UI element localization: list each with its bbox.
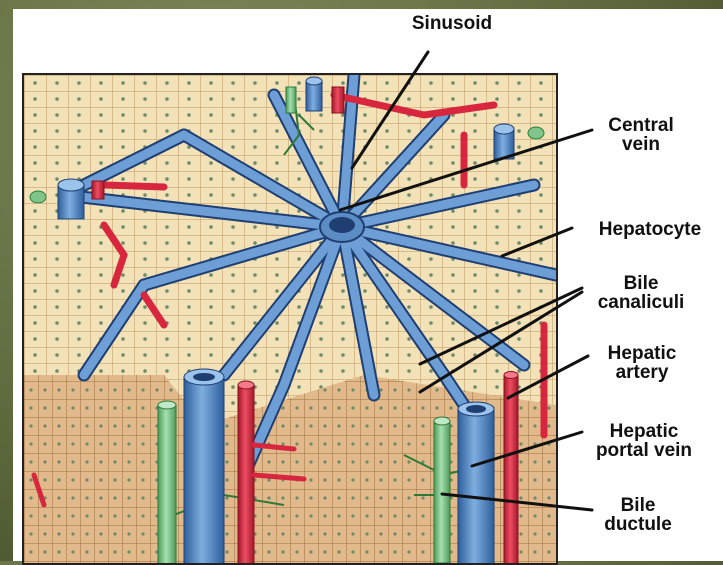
label-hepatic-portal-vein-line2: portal vein (584, 441, 704, 460)
label-bile-canaliculi-line2: canaliculi (586, 293, 696, 312)
label-sinusoid: Sinusoid (396, 14, 508, 33)
leader-hepatocyte (502, 228, 572, 256)
label-central-vein-line2: vein (586, 135, 696, 154)
label-hepatic-portal-vein: Hepatic portal vein (584, 422, 704, 460)
label-central-vein-line1: Central (586, 116, 696, 135)
leader-sinusoid (352, 52, 428, 168)
leader-hepatic-portal-vein (472, 432, 582, 466)
label-hepatocyte: Hepatocyte (578, 220, 722, 239)
label-bile-ductule-line1: Bile (592, 496, 684, 515)
leader-central-vein (340, 130, 592, 210)
label-bile-canaliculi-line1: Bile (586, 274, 696, 293)
label-central-vein: Central vein (586, 116, 696, 154)
leader-hepatic-artery (508, 356, 588, 398)
label-hepatocyte-text: Hepatocyte (599, 219, 701, 240)
leader-bile-canaliculi-2 (420, 292, 582, 392)
label-bile-ductule-line2: ductule (592, 515, 684, 534)
label-hepatic-artery-line1: Hepatic (590, 344, 694, 363)
leader-bile-canaliculi-1 (420, 288, 582, 364)
label-hepatic-portal-vein-line1: Hepatic (584, 422, 704, 441)
label-bile-canaliculi: Bile canaliculi (586, 274, 696, 312)
label-hepatic-artery-line2: artery (590, 363, 694, 382)
leader-bile-ductule (442, 494, 592, 510)
label-bile-ductule: Bile ductule (592, 496, 684, 534)
label-sinusoid-text: Sinusoid (412, 13, 492, 34)
label-hepatic-artery: Hepatic artery (590, 344, 694, 382)
